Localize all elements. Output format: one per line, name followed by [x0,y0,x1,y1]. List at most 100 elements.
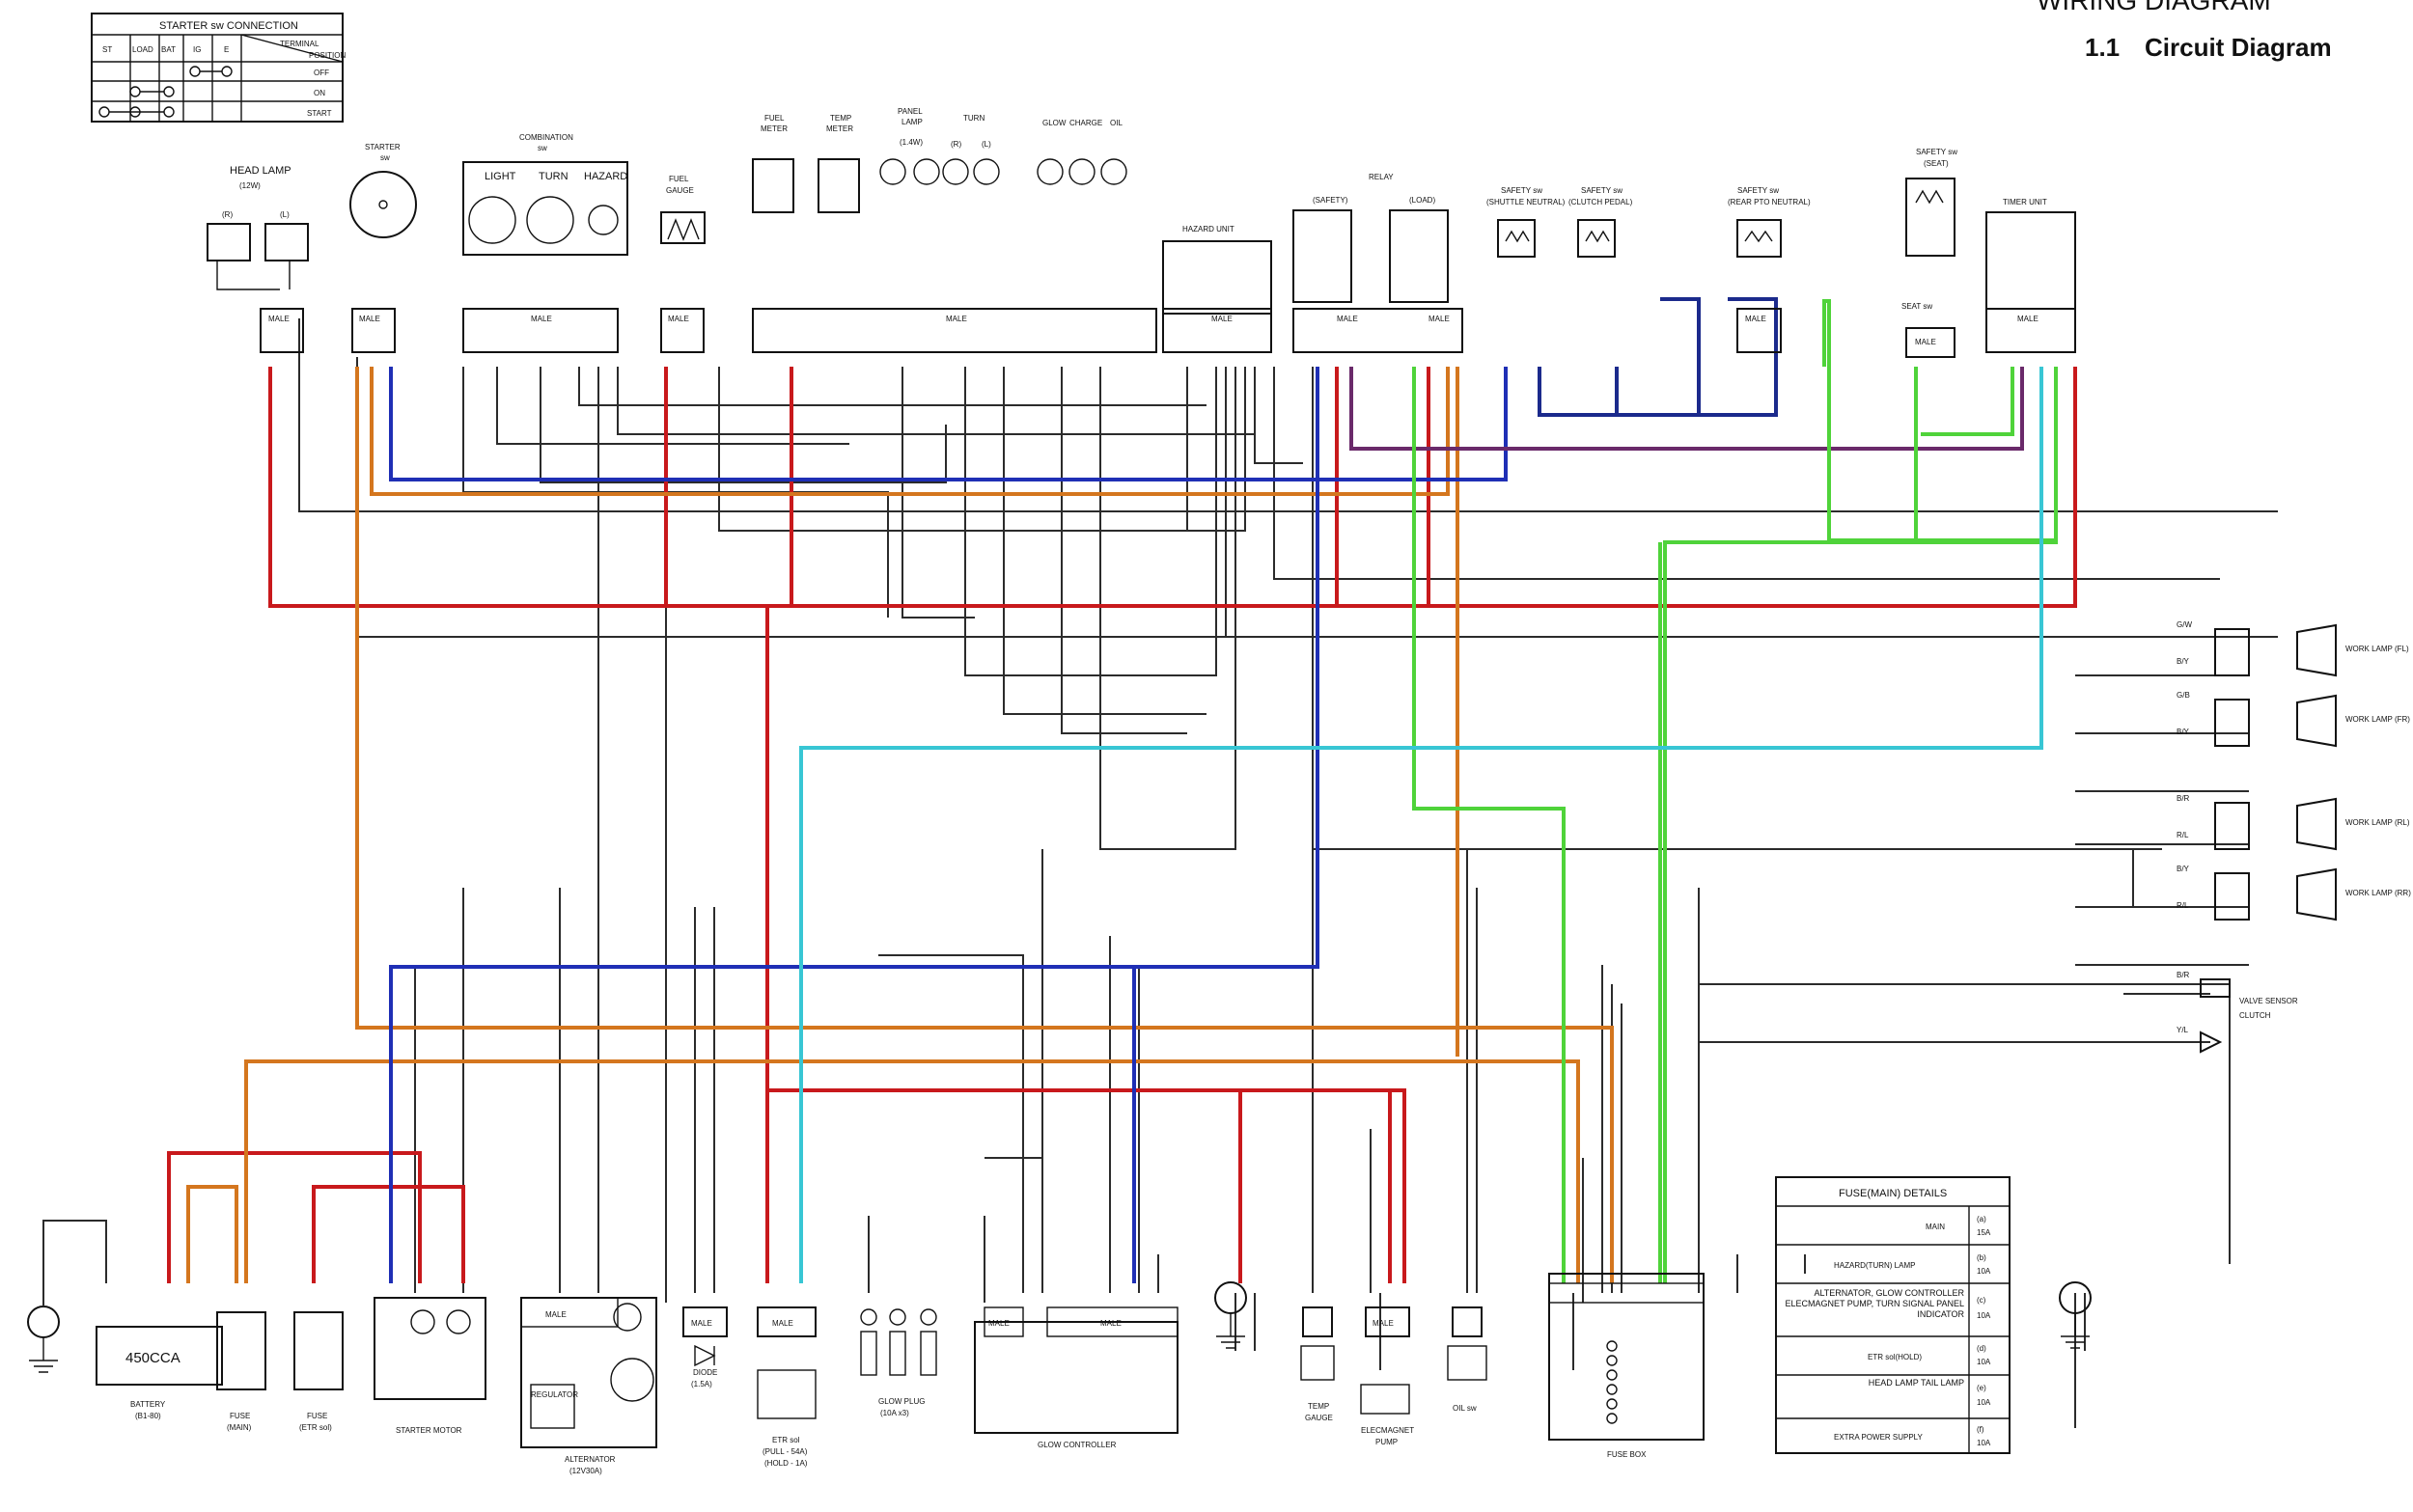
cyan-wire-harness [799,367,2043,1283]
wire-by-rr: B/Y [2177,865,2190,873]
fuel-meter-label: FUEL [764,114,785,123]
valve-sensor-label2: CLUTCH [2239,1011,2271,1020]
relay-connector-a: MALE [1337,315,1358,323]
fuel-gauge: FUEL GAUGE MALE [660,175,706,353]
valve-sensor-label: VALVE SENSOR [2239,997,2298,1005]
fuel-gauge-label2: GAUGE [666,186,694,195]
panel-lamp: PANEL LAMP (1.4W) [879,107,940,185]
pump-label: ELECMAGNET [1361,1426,1414,1435]
combination-hazard: HAZARD [584,171,627,182]
fuse-row-a-amp: 15A [1977,1228,1991,1237]
temp-gauge-label2: GAUGE [1305,1414,1333,1422]
work-lamp-rr: WORK LAMP (RR) B/Y R/L [2177,865,2411,921]
work-lamp-rr-label: WORK LAMP (RR) [2345,889,2411,897]
starter-col-ig: IG [193,45,201,54]
ground-right [2059,1281,2092,1349]
safety-seat-label2: (SEAT) [1924,159,1949,168]
safety-rear-connector: MALE [1745,315,1766,323]
timer-unit-connector: MALE [2017,315,2039,323]
fuse-row-f-id: (f) [1977,1425,1984,1434]
work-lamp-rl-label: WORK LAMP (RL) [2345,818,2410,827]
wire-br-rl: B/R [2177,794,2190,803]
ground-mid [1214,1281,1247,1349]
fuse-main-label: FUSE [230,1412,250,1420]
starter-connection-table: STARTER sw CONNECTION TERMINAL POSITION … [91,13,346,123]
diode-label: DIODE [693,1368,717,1377]
main-panel-connector-label: MALE [946,315,967,323]
oil-lamp-label: OIL [1110,119,1123,127]
fuse-row-a-desc: MAIN [1926,1223,1945,1231]
safety-shuttle-label: SAFETY sw [1501,186,1542,195]
fuse-box-label: FUSE BOX [1607,1450,1647,1459]
starter-row-off: OFF [314,69,329,77]
glow-ctrl-connector-b: MALE [1100,1319,1122,1328]
fuel-meter-label2: METER [761,124,788,133]
alternator-connector: MALE [545,1310,567,1319]
temp-gauge: TEMP GAUGE [1300,1306,1335,1422]
battery-cca: 450CCA [125,1350,180,1366]
starter-col-st: ST [102,45,112,54]
work-lamp-fr-label: WORK LAMP (FR) [2345,715,2410,724]
fuse-row-f-desc: EXTRA POWER SUPPLY [1834,1433,1924,1442]
starter-motor-label: STARTER MOTOR [396,1426,462,1435]
starter-sw-connector: MALE [359,315,380,323]
ground-left [27,1220,107,1373]
valve-sensor: VALVE SENSOR CLUTCH B/R Y/L [2177,971,2298,1054]
combination-light: LIGHT [485,171,516,182]
timer-unit: TIMER UNIT MALE [1985,198,2076,353]
fuse-main: FUSE (MAIN) [216,1311,266,1432]
head-lamp-l: (L) [280,210,290,219]
head-lamp-label: HEAD LAMP [230,165,291,177]
alternator-label: ALTERNATOR [565,1455,616,1464]
relay-label: RELAY [1369,173,1394,181]
relay-safety: (SAFETY) [1313,196,1348,205]
panel-lamp-label2: LAMP [901,118,923,126]
starter-table-corner-top: TERMINAL [280,40,319,48]
wire-gw-fl: G/W [2177,620,2192,629]
wire-rl-rr: R/L [2177,901,2189,910]
fuse-row-b-desc: HAZARD(TURN) LAMP [1834,1261,1915,1270]
starter-row-on: ON [314,89,325,97]
fuse-row-e-desc: HEAD LAMP TAIL LAMP [1868,1378,1964,1388]
etr-pull: (PULL - 54A) [763,1447,808,1456]
temp-meter-label: TEMP [830,114,851,123]
wire-gb-fr: G/B [2177,691,2190,700]
starter-sw-label: STARTER [365,143,401,151]
hazard-unit: HAZARD UNIT MALE [1162,225,1272,353]
wire-br-valve: B/R [2177,971,2190,979]
wire-rl-rl: R/L [2177,831,2189,839]
fuse-box: FUSE BOX [1548,1273,1705,1459]
orange-wire-harness [186,367,1614,1283]
safety-switch-seat: SAFETY sw (SEAT) MALE SEAT sw [1901,148,1957,358]
etr-connector: MALE [772,1319,793,1328]
safety-switch-clutch: SAFETY sw (CLUTCH PEDAL) [1568,186,1633,258]
dark-blue-wire-harness [1538,297,1778,417]
starter-col-load: LOAD [132,45,153,54]
glow-plug-label: GLOW PLUG [878,1397,925,1406]
safety-switch-rear-pto: SAFETY sw (REAR PTO NEUTRAL) MALE [1728,186,1811,353]
turn-lamps-label: TURN [963,114,985,123]
oil-switch: OIL sw [1447,1306,1487,1413]
hazard-unit-label: HAZARD UNIT [1182,225,1234,234]
fuse-row-f-amp: 10A [1977,1439,1991,1447]
safety-seat-connector: MALE [1915,338,1936,346]
temp-meter: TEMP METER [818,114,860,213]
elecmagnet-pump: MALE ELECMAGNET PUMP [1360,1306,1414,1446]
fuse-etr: FUSE (ETR sol) [293,1311,344,1432]
work-lamp-fl-label: WORK LAMP (FL) [2345,645,2409,653]
fuel-gauge-connector: MALE [668,315,689,323]
head-lamp-connector: MALE [268,315,290,323]
wire-by-fl: B/Y [2177,657,2190,666]
fuse-row-e-id: (e) [1977,1384,1986,1392]
battery-label: BATTERY [130,1400,166,1409]
etr-solenoid: MALE ETR sol (PULL - 54A) (HOLD - 1A) [757,1306,817,1468]
relay-load: (LOAD) [1409,196,1435,205]
safety-rear-label2: (REAR PTO NEUTRAL) [1728,198,1811,206]
fuse-row-a-id: (a) [1977,1215,1986,1223]
panel-lamp-label: PANEL [898,107,923,116]
etr-hold: (HOLD - 1A) [764,1459,808,1468]
charge-lamp-label: CHARGE [1069,119,1102,127]
fuse-row-b-id: (b) [1977,1253,1986,1262]
glow-controller: MALE MALE GLOW CONTROLLER [974,1306,1179,1449]
